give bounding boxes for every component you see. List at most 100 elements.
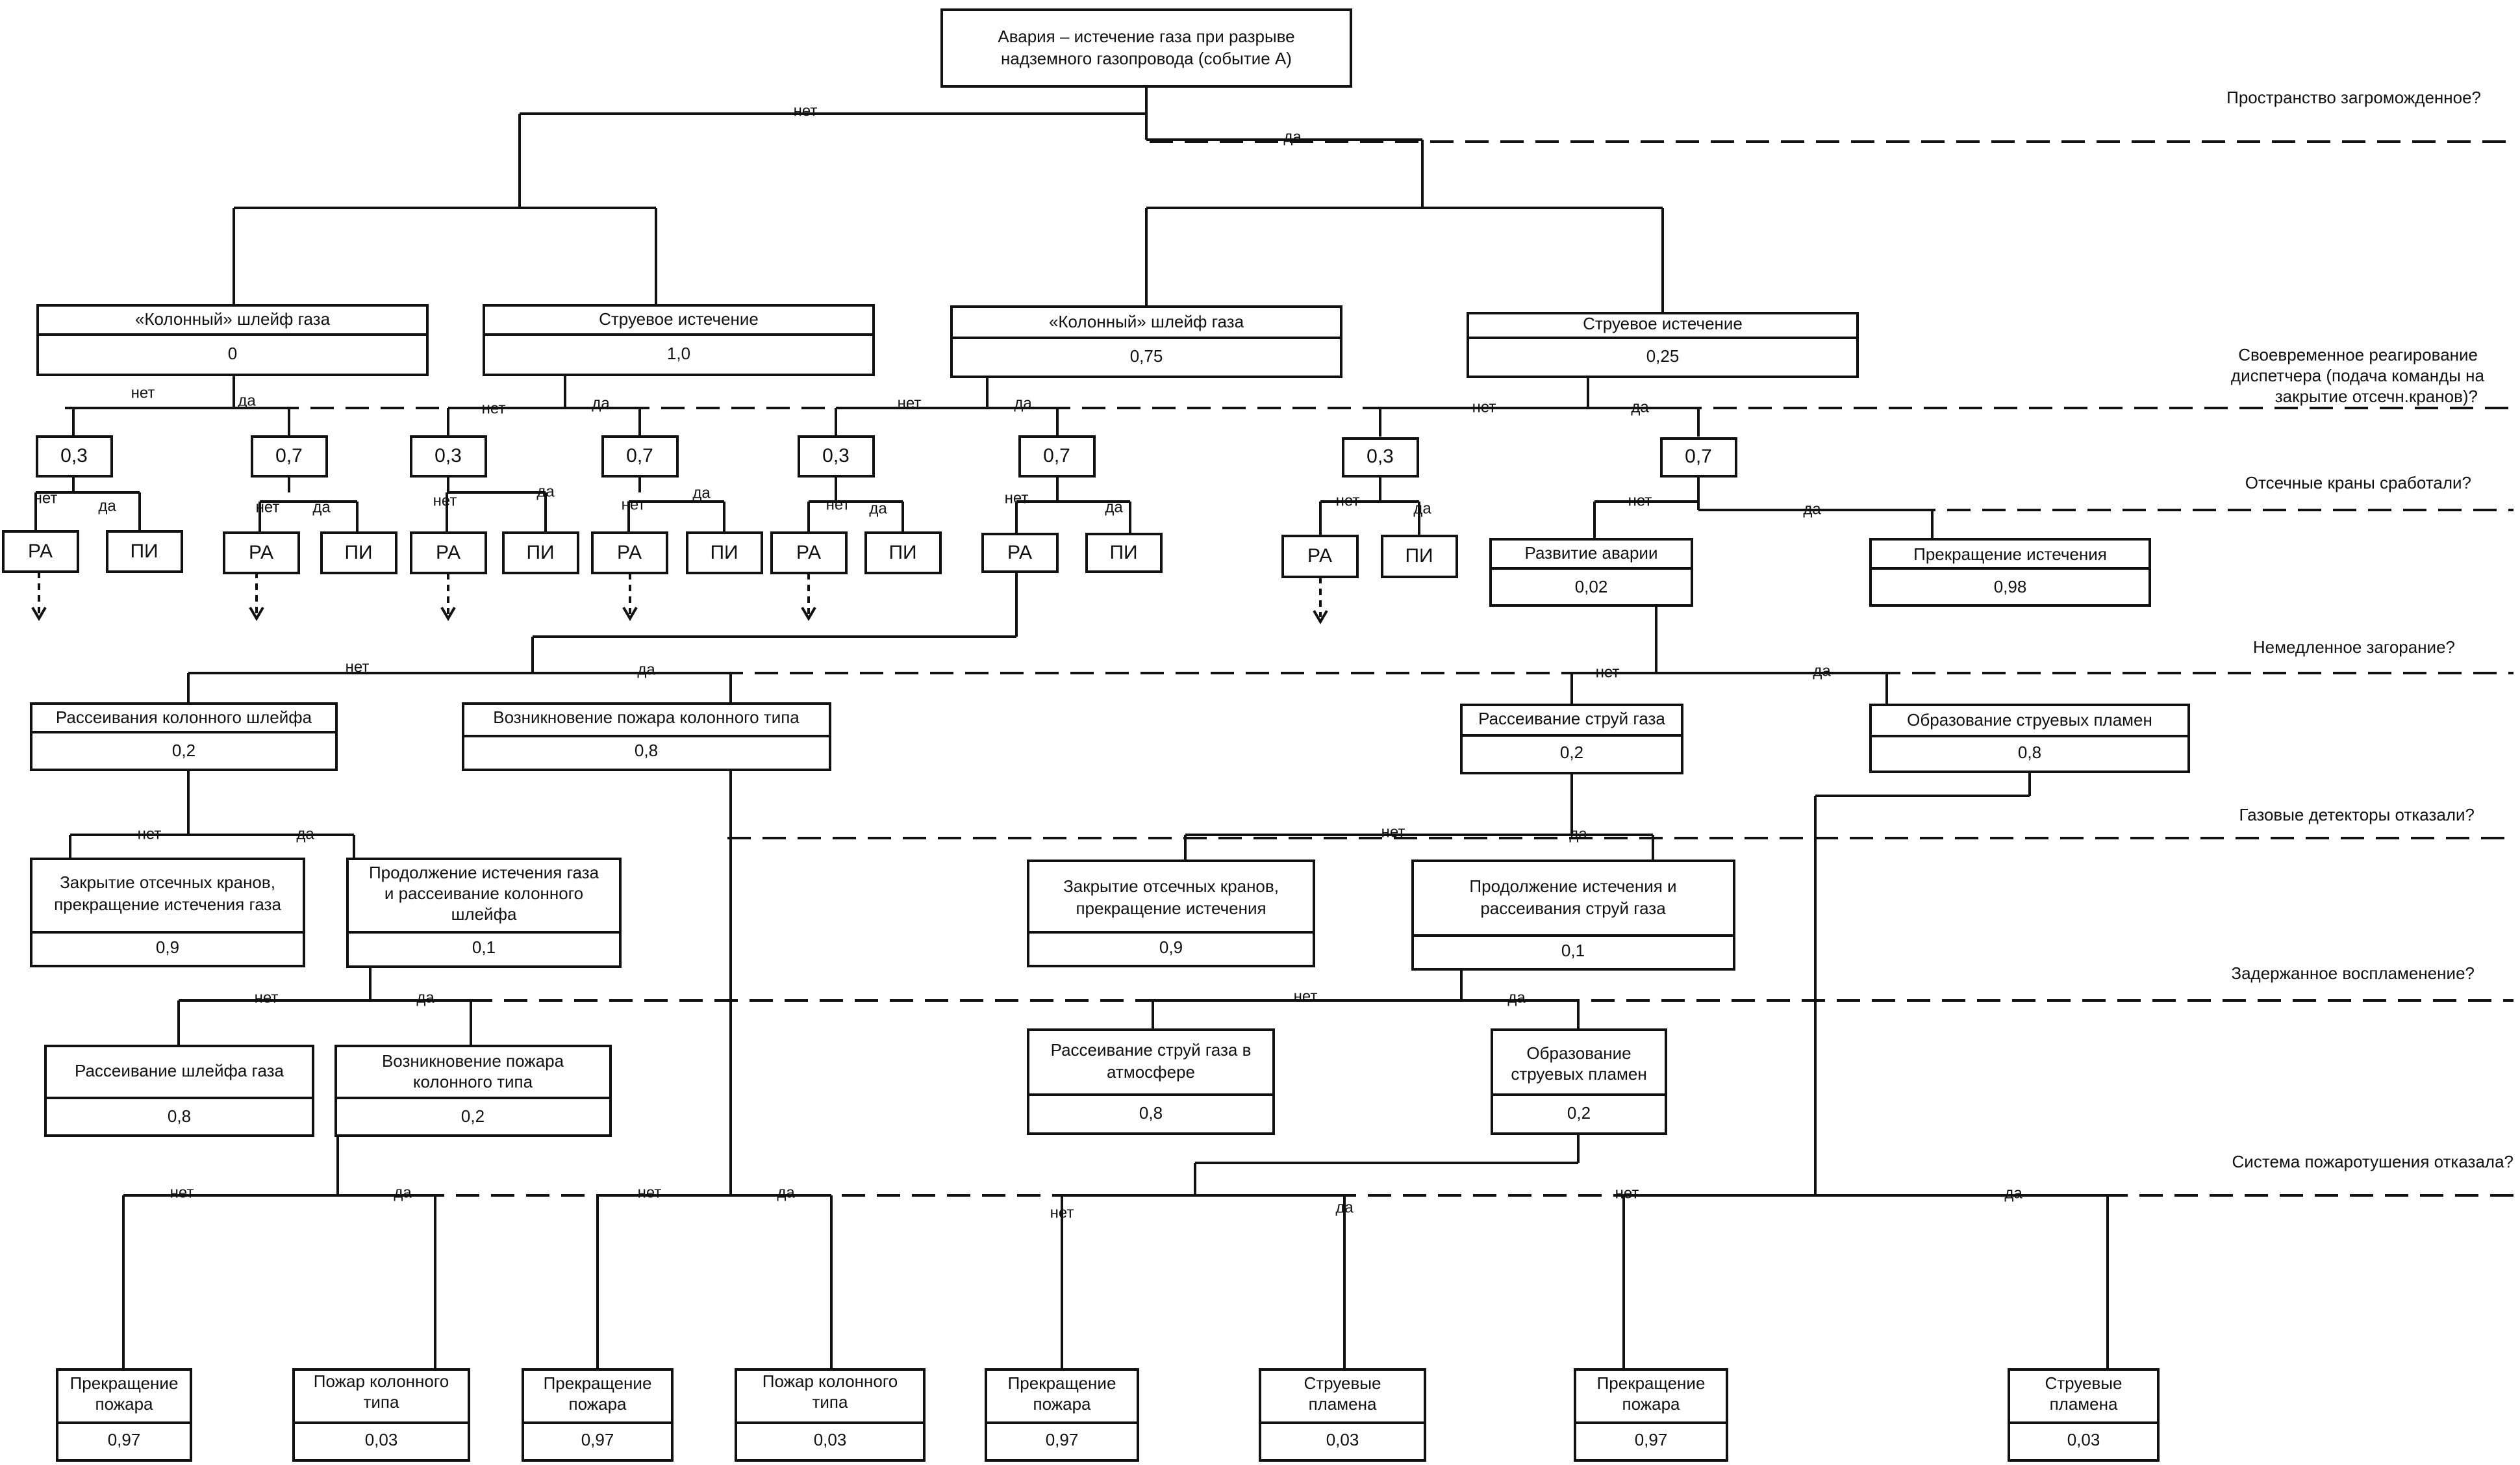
svg-text:Прекращение: Прекращение <box>1597 1373 1706 1393</box>
label-no: нет <box>898 394 922 412</box>
svg-text:Прекращение истечения: Прекращение истечения <box>1913 544 2107 564</box>
label-yes: да <box>637 661 655 678</box>
leaf-ra: РА <box>591 531 668 574</box>
label-yes: да <box>1569 825 1587 843</box>
leaf-pi: ПИ <box>320 531 397 574</box>
svg-text:0,2: 0,2 <box>1567 1103 1591 1123</box>
svg-text:ПИ: ПИ <box>344 542 372 563</box>
question-detectors: Газовые детекторы отказали? <box>2239 805 2475 824</box>
svg-text:0,2: 0,2 <box>461 1106 485 1126</box>
label-yes: да <box>416 989 435 1006</box>
svg-text:Прекращение: Прекращение <box>1008 1373 1116 1393</box>
svg-text:Закрытие отсечных кранов,: Закрытие отсечных кранов, <box>60 873 275 892</box>
svg-text:0,98: 0,98 <box>1994 577 2027 596</box>
box-value: 0 <box>228 344 237 363</box>
svg-text:0,1: 0,1 <box>1561 941 1585 960</box>
outcome-stop-fire-box: Прекращение пожара 0,97 <box>1574 1368 1728 1462</box>
svg-text:Рассеивание струй газа: Рассеивание струй газа <box>1478 709 1665 728</box>
arrow-down-icon <box>440 573 456 621</box>
svg-text:0,9: 0,9 <box>1159 937 1183 957</box>
svg-text:Пожар колонного: Пожар колонного <box>762 1371 898 1391</box>
box-title: Струевое истечение <box>1583 314 1743 333</box>
probability-box: 0,7 <box>1018 435 1096 478</box>
label-yes: да <box>98 497 116 515</box>
svg-text:0,3: 0,3 <box>435 445 462 466</box>
svg-text:колонного типа: колонного типа <box>413 1072 533 1091</box>
label-no: нет <box>1628 492 1652 509</box>
jet-flame-delayed-box: Образование струевых пламен 0,2 <box>1491 1028 1667 1135</box>
probability-box: 0,3 <box>1342 437 1419 478</box>
label-no: нет <box>255 989 279 1006</box>
svg-text:Пожар колонного: Пожар колонного <box>314 1371 449 1391</box>
svg-text:прекращение истечения газа: прекращение истечения газа <box>54 895 281 914</box>
label-no: нет <box>1294 987 1318 1005</box>
root-title-line2: надземного газопровода (событие А) <box>1001 49 1292 68</box>
leaf-ra: РА <box>223 531 300 574</box>
leaf-ra: РА <box>1281 535 1359 578</box>
outcome-stop-fire-box: Прекращение пожара 0,97 <box>56 1368 192 1462</box>
svg-text:пламена: пламена <box>2050 1394 2118 1414</box>
svg-text:0,7: 0,7 <box>275 445 303 466</box>
label-yes: да <box>2004 1184 2022 1202</box>
root-title-line1: Авария – истечение газа при разрыве <box>998 27 1294 46</box>
arrow-down-icon <box>249 572 264 621</box>
svg-text:ПИ: ПИ <box>710 542 738 563</box>
svg-text:Рассеивание шлейфа газа: Рассеивание шлейфа газа <box>75 1061 284 1080</box>
jet-dispersion-atm-box: Рассеивание струй газа в атмосфере 0,8 <box>1027 1028 1275 1135</box>
label-no: нет <box>346 658 370 676</box>
outcome-column-fire-box: Пожар колонного типа 0,03 <box>735 1368 926 1462</box>
label-no: нет <box>1050 1204 1074 1221</box>
label-no: нет <box>622 496 646 513</box>
svg-text:ПИ: ПИ <box>526 542 554 563</box>
svg-text:типа: типа <box>364 1392 400 1412</box>
label-yes: да <box>692 484 711 502</box>
question-labels: Пространство загроможденное? Своевременн… <box>2226 88 2514 1171</box>
svg-text:0,7: 0,7 <box>1685 446 1712 467</box>
svg-text:РА: РА <box>617 542 642 563</box>
label-no: нет <box>170 1184 194 1201</box>
svg-text:0,8: 0,8 <box>2018 743 2041 762</box>
probability-box: 0,3 <box>798 435 875 478</box>
svg-text:0,7: 0,7 <box>626 445 653 466</box>
svg-text:струевых пламен: струевых пламен <box>1511 1064 1646 1084</box>
arrow-down-icon <box>31 572 47 621</box>
outcome-stop-fire-box: Прекращение пожара 0,97 <box>522 1368 674 1462</box>
continue-release-box: Продолжение истечения газа и рассеивание… <box>346 858 622 968</box>
svg-text:РА: РА <box>1007 542 1032 563</box>
svg-text:Образование струевых пламен: Образование струевых пламен <box>1907 710 2152 730</box>
label-no: нет <box>1381 823 1405 841</box>
svg-text:0,3: 0,3 <box>1367 446 1394 467</box>
probability-box: 0,3 <box>410 435 487 478</box>
question-immediate-ignition: Немедленное загорание? <box>2253 637 2455 657</box>
svg-text:0,03: 0,03 <box>814 1430 847 1449</box>
svg-text:0,2: 0,2 <box>172 741 195 760</box>
stop-release-box: Прекращение истечения 0,98 <box>1869 538 2151 607</box>
arrow-down-icon <box>801 573 816 621</box>
svg-text:0,7: 0,7 <box>1043 445 1070 466</box>
leaf-ra: РА <box>981 533 1059 573</box>
svg-text:0,03: 0,03 <box>2067 1430 2100 1449</box>
svg-text:Продолжение истечения газа: Продолжение истечения газа <box>369 863 599 882</box>
label-no: нет <box>131 384 155 401</box>
box-title: Струевое истечение <box>599 309 759 329</box>
continuation-arrows <box>31 572 1328 624</box>
svg-text:ПИ: ПИ <box>888 542 916 563</box>
leaf-pi: ПИ <box>502 531 579 574</box>
probability-box: 0,7 <box>251 435 328 478</box>
svg-text:Развитие аварии: Развитие аварии <box>1525 543 1658 563</box>
svg-text:Струевые: Струевые <box>2045 1373 2123 1393</box>
svg-text:0,97: 0,97 <box>1635 1430 1668 1449</box>
svg-text:0,2: 0,2 <box>1560 743 1583 762</box>
outcome-column-fire-box: Пожар колонного типа 0,03 <box>292 1368 470 1462</box>
leaf-pi: ПИ <box>864 531 942 574</box>
leaf-pi: ПИ <box>686 531 763 574</box>
close-valves-box: Закрытие отсечных кранов, прекращение ис… <box>30 858 305 967</box>
svg-text:Прекращение: Прекращение <box>544 1373 652 1393</box>
label-yes: да <box>1813 662 1831 680</box>
question-dispatcher-line3: закрытие отсечн.кранов)? <box>2275 387 2478 406</box>
jet-dispersion-box: Рассеивание струй газа 0,2 <box>1460 704 1683 774</box>
outcome-jet-flame-box: Струевые пламена 0,03 <box>1259 1368 1426 1462</box>
question-valves: Отсечные краны сработали? <box>2245 473 2471 492</box>
svg-text:РА: РА <box>1307 545 1332 567</box>
